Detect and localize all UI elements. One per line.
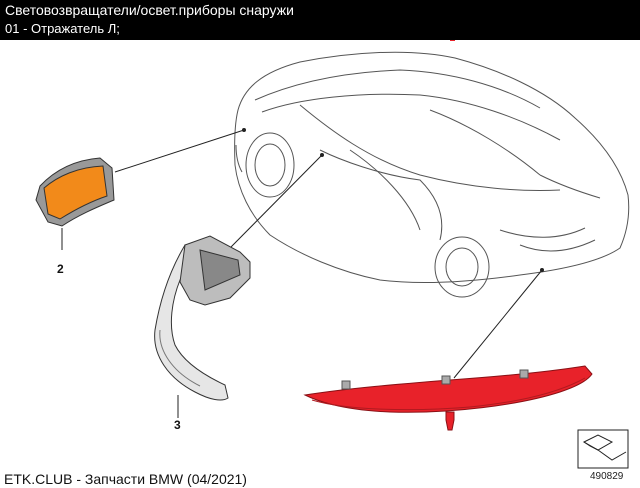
callout-3[interactable]: 3 — [174, 418, 181, 432]
car-outline — [234, 51, 630, 298]
leader-lines — [61, 129, 543, 418]
side-marker-part — [35, 157, 115, 227]
navigate-icon — [577, 429, 629, 469]
part-subtitle: 01 - Отражатель Л; — [5, 21, 120, 36]
selection-marker — [450, 40, 455, 41]
rear-reflector-part — [303, 365, 593, 431]
header-bar: Световозвращатели/освет.приборы снаружи … — [0, 0, 640, 40]
page-title: Световозвращатели/освет.приборы снаружи — [5, 2, 294, 18]
parts-diagram — [35, 40, 630, 469]
image-number: 490829 — [590, 471, 624, 482]
leader-dots — [242, 128, 544, 272]
reflector-bracket-part — [154, 235, 251, 401]
footer-text: ETK.CLUB - Запчасти BMW (04/2021) — [4, 471, 247, 487]
callout-2[interactable]: 2 — [57, 262, 64, 276]
